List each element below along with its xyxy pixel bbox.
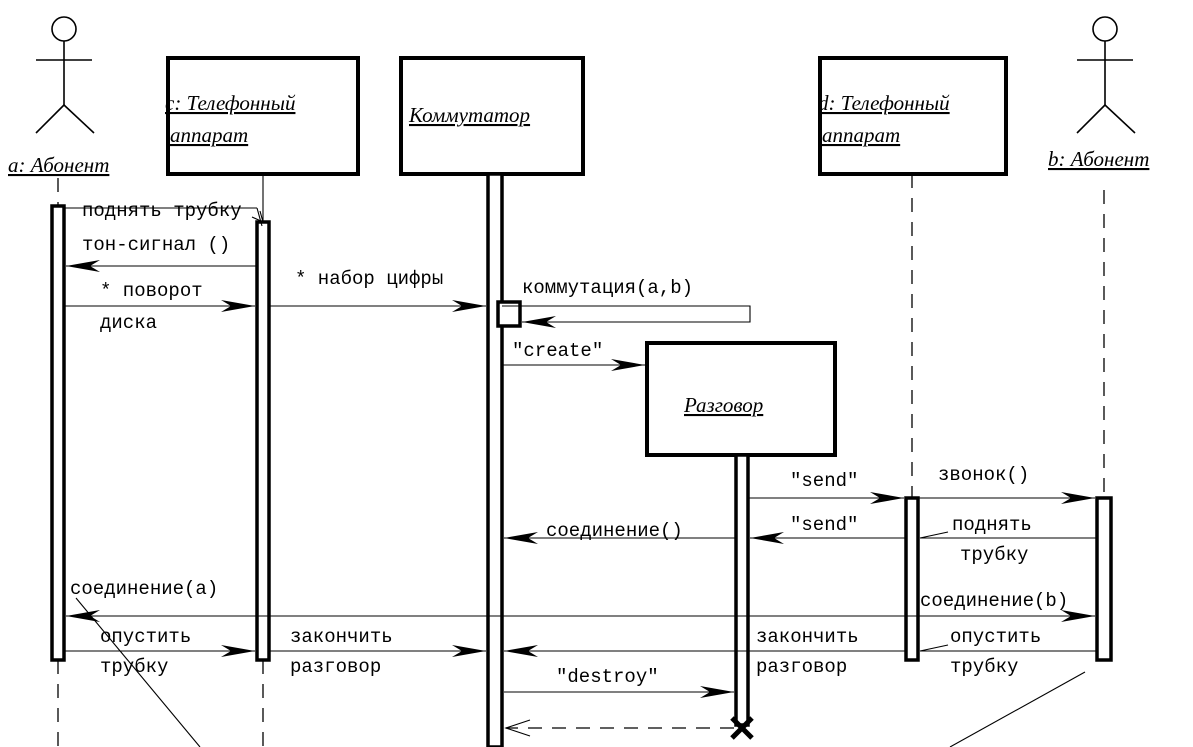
msg-dial-tone-label: тон-сигнал () (82, 234, 230, 256)
msg-hang-up-b-label-line1: опустить (950, 626, 1041, 648)
activation-switch (486, 172, 504, 747)
msg-hang-up-a-label-line1: опустить (100, 626, 191, 648)
actor-b-stick-figure (1076, 16, 1136, 134)
msg-dial-tone (66, 260, 257, 272)
msg-rotate-label-line1: * поворот (100, 280, 203, 302)
msg-connection-long (66, 610, 1095, 622)
phone-c-label-line2: аппарат (170, 123, 248, 147)
msg-dial-digit (269, 300, 486, 312)
msg-ring-label: звонок() (938, 464, 1029, 486)
msg-pick-up-b-label-line2: трубку (960, 544, 1028, 566)
msg-switching-label: коммутация(a,b) (522, 277, 693, 299)
conversation-label: Разговор (683, 393, 763, 417)
actor-a-label: a: Абонент (8, 153, 109, 177)
msg-switching-self (502, 305, 751, 328)
msg-ring (918, 492, 1095, 504)
object-box-switch (399, 56, 585, 176)
msg-pick-up-b-label-line1: поднять (952, 514, 1032, 536)
msg-hang-up-b (919, 644, 1097, 652)
activation-switch-self (496, 300, 522, 328)
msg-end-call-d-label-line2: разговор (756, 656, 847, 678)
msg-connection-switch (504, 532, 736, 544)
msg-connection-switch-label: соединение() (546, 520, 683, 542)
msg-destroy (504, 686, 734, 698)
msg-send-to-d (748, 492, 904, 504)
msg-dial-digit-label: * набор цифры (295, 268, 443, 290)
msg-send-to-d-label: "send" (790, 470, 858, 492)
msg-end-call-c (269, 645, 486, 657)
msg-end-call-c-label-line2: разговор (290, 656, 381, 678)
activation-b (1095, 496, 1113, 662)
phone-d-label-line2: аппарат (822, 123, 900, 147)
msg-end-call-d-label-line1: закончить (756, 626, 859, 648)
activation-conversation (734, 453, 750, 727)
msg-pick-up-b (919, 531, 1097, 539)
msg-end-call-d (504, 645, 906, 657)
msg-end-call-c-label-line1: закончить (290, 626, 393, 648)
msg-hang-up-a (64, 645, 255, 657)
msg-pick-up-a (64, 207, 264, 227)
msg-rotate-dial (64, 300, 255, 312)
actor-b-label: b: Абонент (1048, 147, 1149, 171)
annotation-diagonal-right (949, 671, 1086, 747)
msg-pick-up-a-label: поднять трубку (82, 200, 242, 222)
msg-hang-up-a-label-line2: трубку (100, 656, 168, 678)
msg-hang-up-b-label-line2: трубку (950, 656, 1018, 678)
msg-send-from-d-label: "send" (790, 514, 858, 536)
phone-c-label-line1: c: Телефонный (165, 91, 296, 115)
msg-connection-b-label: соединение(b) (920, 590, 1068, 612)
activation-a (50, 204, 66, 662)
actor-a-stick-figure (35, 16, 95, 134)
switch-label: Коммутатор (408, 103, 530, 127)
msg-create (502, 359, 645, 371)
msg-destroy-label: "destroy" (556, 666, 659, 688)
destroy-x-mark (730, 716, 754, 740)
msg-send-from-d (750, 532, 906, 544)
activation-d (904, 496, 920, 662)
phone-d-label-line1: d: Телефонный (818, 91, 950, 115)
object-box-phone-c (166, 56, 360, 176)
annotation-diagonal-left (75, 597, 201, 747)
object-box-phone-d (818, 56, 1008, 176)
msg-return-dashed (504, 719, 734, 737)
msg-rotate-label-line2: диска (100, 312, 157, 334)
msg-connection-a-label: соединение(a) (70, 578, 218, 600)
msg-create-label: "create" (512, 340, 603, 362)
activation-c (255, 220, 271, 662)
